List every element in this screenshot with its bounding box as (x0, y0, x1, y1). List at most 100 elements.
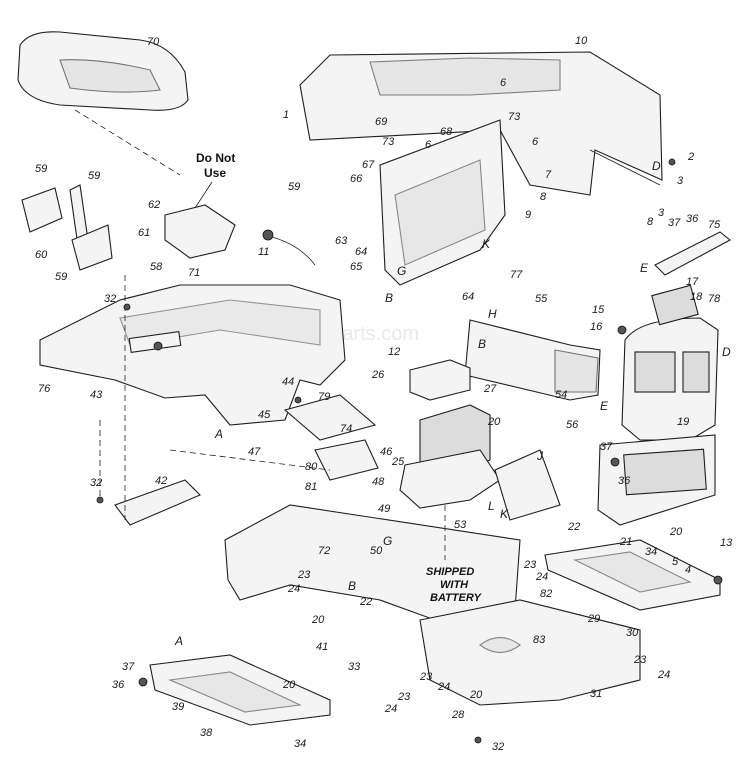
callout-66: 66 (350, 173, 363, 185)
ref-letter-a: A (214, 427, 223, 441)
callout-13: 13 (720, 537, 733, 549)
callout-28: 28 (451, 709, 465, 721)
callout-42: 42 (155, 475, 167, 487)
callout-36: 36 (618, 475, 631, 487)
callout-37: 37 (668, 217, 681, 229)
callout-19: 19 (677, 416, 689, 428)
callout-67: 67 (362, 159, 375, 171)
callout-65: 65 (350, 261, 363, 273)
ref-letter-j: J (536, 449, 544, 463)
callout-4: 4 (685, 564, 691, 576)
shipped-line2: WITH (440, 579, 469, 591)
ignition-key-part (262, 229, 316, 266)
callout-23: 23 (297, 569, 311, 581)
callout-22: 22 (359, 596, 372, 608)
ref-letter-k: K (482, 237, 491, 251)
callout-53: 53 (454, 519, 467, 531)
ref-letter-e: E (600, 399, 609, 413)
callout-32: 32 (90, 477, 102, 489)
battery-tray-part (399, 449, 501, 509)
callout-21: 21 (619, 536, 632, 548)
callout-43: 43 (90, 389, 103, 401)
callout-20: 20 (311, 614, 325, 626)
callout-23: 23 (419, 671, 433, 683)
callout-75: 75 (708, 219, 721, 231)
shipped-line1: SHIPPED (426, 566, 474, 578)
callout-72: 72 (318, 545, 330, 557)
callout-34: 34 (294, 738, 306, 750)
callout-20: 20 (469, 689, 483, 701)
callout-16: 16 (590, 321, 603, 333)
callout-37: 37 (600, 441, 613, 453)
callout-73: 73 (508, 111, 521, 123)
ref-letter-a: A (174, 634, 183, 648)
callout-7: 7 (545, 169, 552, 181)
callout-2: 2 (687, 151, 694, 163)
ref-letter-d: D (722, 345, 731, 359)
callout-3: 3 (658, 207, 665, 219)
callout-23: 23 (523, 559, 537, 571)
callout-77: 77 (510, 269, 523, 281)
ref-letter-b: B (385, 291, 393, 305)
callout-27: 27 (483, 383, 497, 395)
callout-24: 24 (437, 681, 450, 693)
fender-deck-part (39, 284, 346, 426)
callout-32: 32 (104, 293, 116, 305)
callout-55: 55 (535, 293, 548, 305)
ref-letter-d: D (652, 159, 661, 173)
callout-6: 6 (425, 139, 432, 151)
callout-33: 33 (348, 661, 361, 673)
callout-46: 46 (380, 446, 393, 458)
callout-5: 5 (672, 556, 679, 568)
ref-letter-l: L (488, 499, 495, 513)
callout-69: 69 (375, 116, 387, 128)
grille-housing-part (464, 319, 601, 401)
callout-56: 56 (566, 419, 579, 431)
callout-8: 8 (540, 191, 547, 203)
hood-part (299, 51, 663, 196)
seat-pan-part (164, 204, 236, 259)
right-footrest-part (544, 539, 721, 611)
reference-letter-layer: D G B K E H B D A E J L K G B A (174, 159, 731, 648)
shipped-with-battery-note: SHIPPED WITH BATTERY (426, 566, 483, 604)
seat-part (17, 31, 189, 111)
callout-32: 32 (492, 741, 504, 753)
callout-44: 44 (282, 376, 294, 388)
callout-20: 20 (487, 416, 501, 428)
callout-25: 25 (391, 456, 405, 468)
callout-82: 82 (540, 588, 552, 600)
hardware-fasteners (96, 158, 723, 744)
callout-17: 17 (686, 276, 699, 288)
callout-6: 6 (500, 77, 507, 89)
callout-37: 37 (122, 661, 135, 673)
callout-59: 59 (88, 170, 100, 182)
callout-59: 59 (35, 163, 47, 175)
callout-29: 29 (587, 613, 600, 625)
callout-71: 71 (188, 267, 200, 279)
callout-45: 45 (258, 409, 271, 421)
callout-24: 24 (657, 669, 670, 681)
callout-54: 54 (555, 389, 567, 401)
callout-10: 10 (575, 35, 588, 47)
callout-18: 18 (690, 291, 703, 303)
callout-1: 1 (283, 109, 289, 121)
do-not-use-note: Do Not Use (194, 151, 235, 209)
callout-61: 61 (138, 227, 150, 239)
callout-6: 6 (532, 136, 539, 148)
shipped-line3: BATTERY (430, 592, 483, 604)
left-footrest-part (149, 654, 331, 726)
side-bracket-part (494, 449, 561, 521)
ref-letter-e: E (640, 261, 649, 275)
ref-letter-b: B (478, 337, 486, 351)
frame-part (224, 504, 641, 706)
callout-15: 15 (592, 304, 605, 316)
callout-58: 58 (150, 261, 163, 273)
callout-59: 59 (288, 181, 300, 193)
callout-73: 73 (382, 136, 395, 148)
callout-59: 59 (55, 271, 67, 283)
callout-81: 81 (305, 481, 317, 493)
callout-20: 20 (669, 526, 683, 538)
callout-48: 48 (372, 476, 385, 488)
callout-26: 26 (371, 369, 385, 381)
